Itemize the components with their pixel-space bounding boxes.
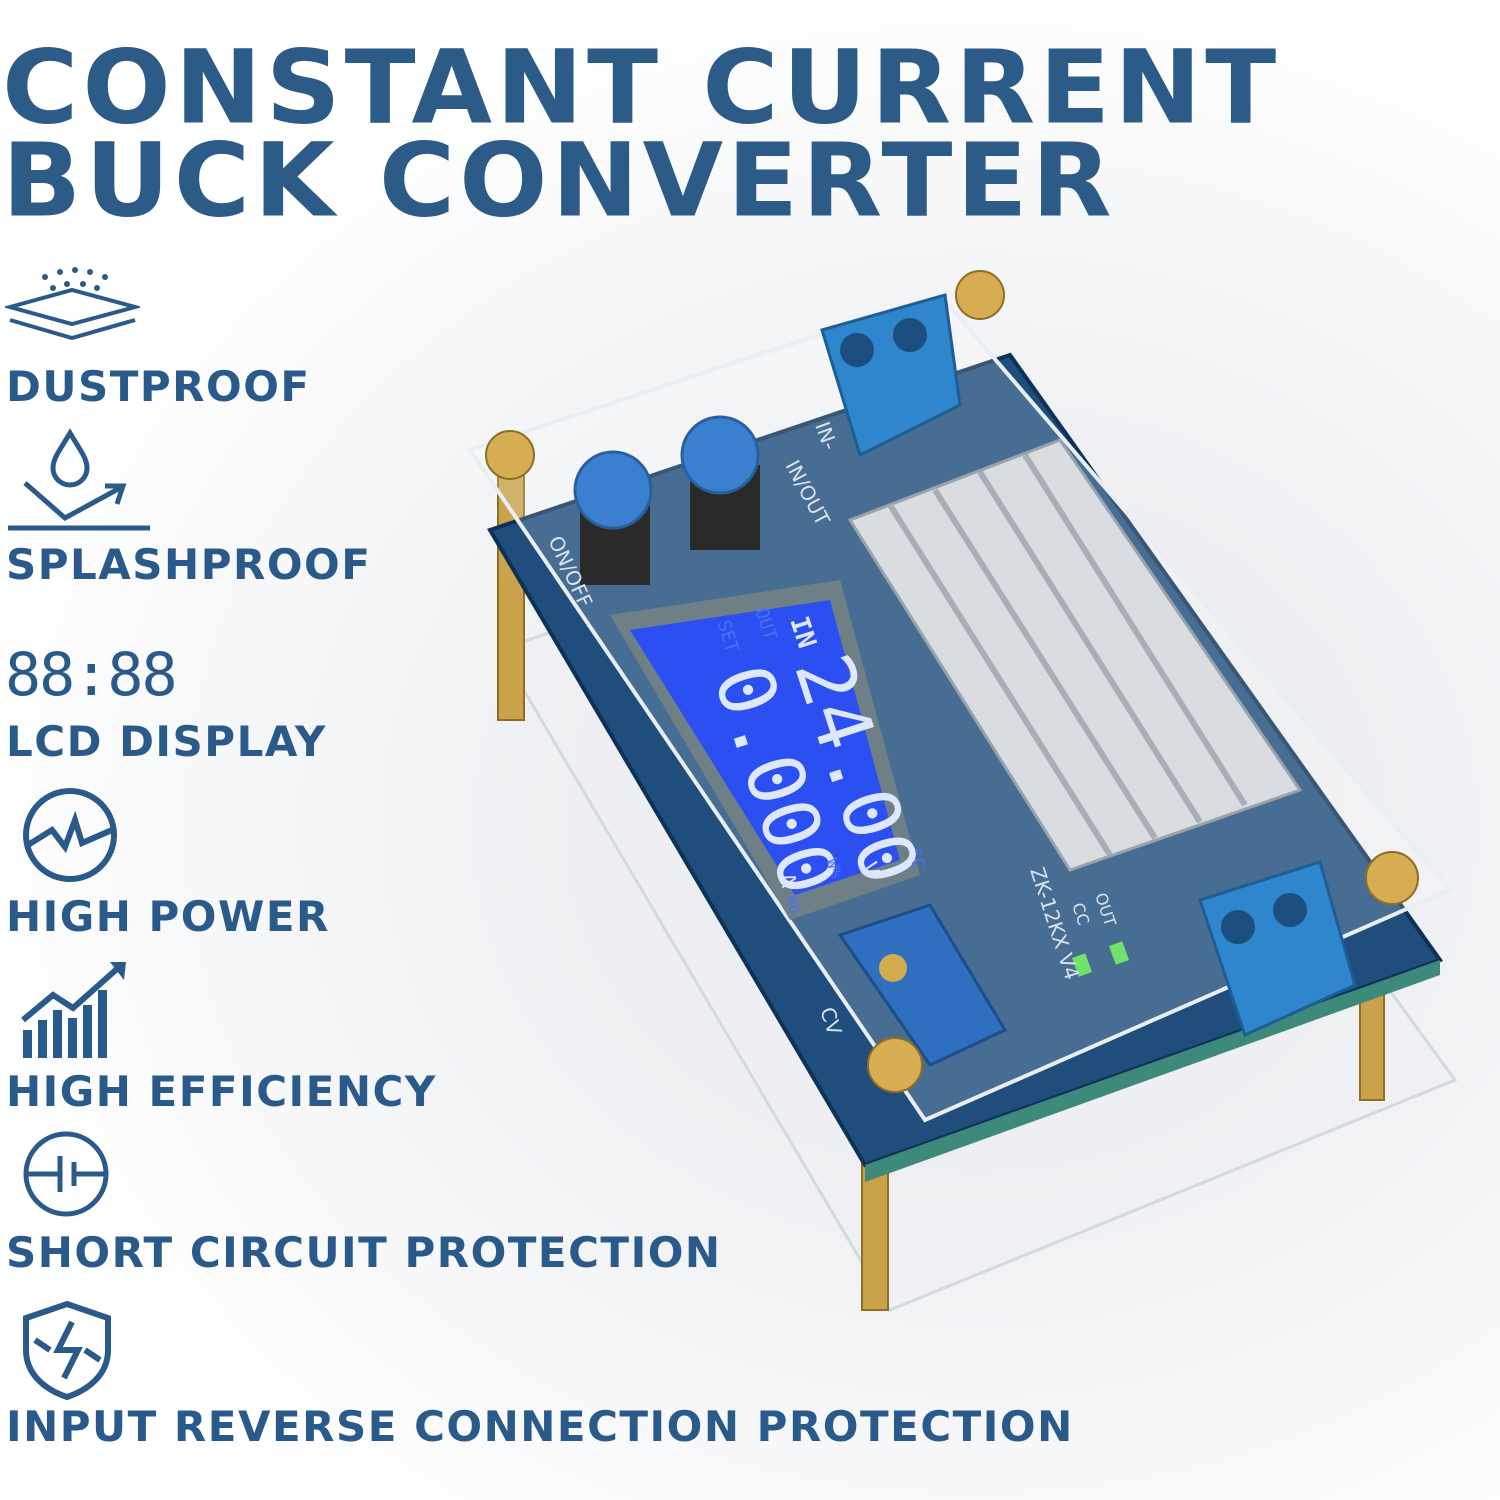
dustproof-layers-icon <box>5 267 140 341</box>
feature-input-reverse-connection-protection: INPUT REVERSE CONNECTION PROTECTION <box>6 1402 1074 1451</box>
power-pulse-icon <box>23 788 117 882</box>
lcd-screen <box>630 600 900 895</box>
water-drop-icon <box>8 428 150 531</box>
heatsink <box>847 438 1303 872</box>
feature-dustproof: DUSTPROOF <box>6 362 311 411</box>
title-line-1: CONSTANT CURRENT <box>2 27 1281 147</box>
input-terminal <box>820 293 962 458</box>
shield-lightning-icon <box>23 1300 111 1400</box>
feature-lcd-display: LCD DISPLAY <box>6 717 327 766</box>
feature-short-circuit-protection: SHORT CIRCUIT PROTECTION <box>6 1228 722 1277</box>
circuit-break-icon <box>23 1131 109 1217</box>
potentiometer-screw <box>879 954 907 982</box>
title-line-2: BUCK CONVERTER <box>2 120 1116 240</box>
feature-splashproof: SPLASHPROOF <box>6 540 372 589</box>
led-cc <box>1072 953 1092 977</box>
potentiometer <box>837 903 1008 1067</box>
output-terminal <box>1198 860 1357 1038</box>
board-edge <box>865 960 1440 1182</box>
growth-chart-icon <box>21 962 126 1058</box>
feature-high-efficiency: HIGH EFFICIENCY <box>6 1067 437 1116</box>
lcd-digits-icon: 88:88 <box>5 640 178 710</box>
corner-screws <box>485 270 1419 1093</box>
led-out <box>1109 941 1129 965</box>
feature-high-power: HIGH POWER <box>6 892 330 941</box>
push-buttons <box>573 415 760 585</box>
